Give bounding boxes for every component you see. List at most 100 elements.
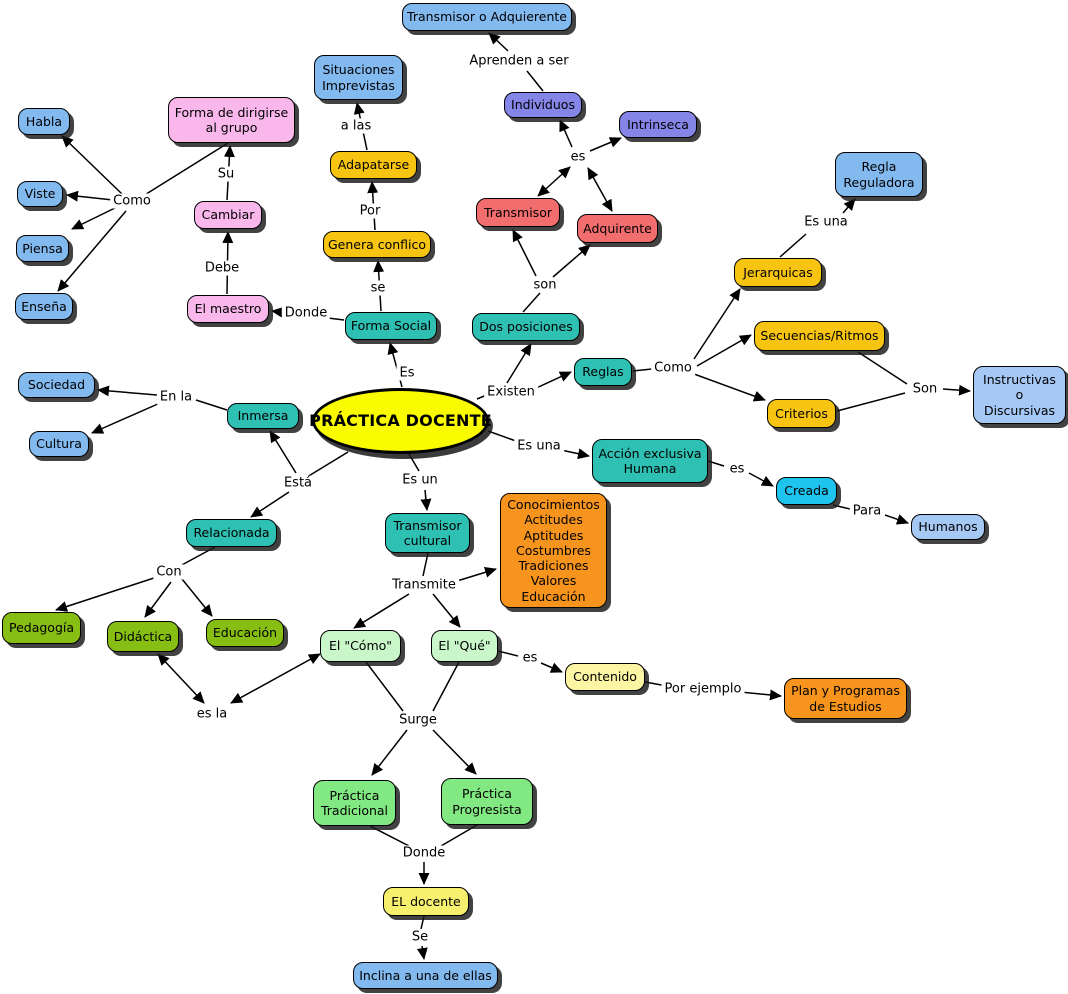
link-label-a-las: a las [337, 118, 375, 134]
node-plan-y-programas[interactable]: Plan y Programas de Estudios [784, 678, 907, 719]
link-label-es-individuos: es [567, 149, 589, 165]
node-reglas[interactable]: Reglas [574, 358, 632, 386]
edge-line-17 [552, 244, 591, 278]
edge-line-15 [522, 292, 541, 313]
node-viste[interactable]: Viste [17, 181, 63, 207]
node-adapatarse[interactable]: Adapatarse [330, 151, 417, 179]
node-inclina-a-una-de-ellas[interactable]: Inclina a una de ellas [353, 962, 498, 989]
link-label-aprenden-a-ser: Aprenden a ser [466, 53, 572, 69]
edge-line-30 [857, 351, 908, 385]
link-label-esta: Está [280, 475, 316, 491]
edge-line-61 [369, 825, 410, 847]
edge-line-48 [181, 578, 213, 617]
edge-line-59 [371, 729, 408, 776]
node-ensena[interactable]: Enseña [15, 293, 73, 320]
node-dos-posiciones[interactable]: Dos posiciones [472, 313, 580, 341]
link-label-su: Su [214, 166, 238, 182]
node-genera-conflico[interactable]: Genera conflico [323, 231, 431, 258]
node-accion-exclusiva-humana[interactable]: Acción exclusiva Humana [592, 439, 708, 483]
node-conocimientos-lista[interactable]: Conocimientos Actitudes Aptitudes Costum… [500, 493, 607, 608]
edge-line-32 [942, 384, 971, 396]
edge-line-25 [693, 288, 741, 360]
edge-line-56 [230, 653, 321, 704]
edge-line-66 [497, 650, 519, 657]
edge-line-37 [832, 504, 851, 510]
node-el-como[interactable]: El "Cómo" [320, 630, 401, 662]
edge-line-4 [57, 210, 127, 292]
node-cultura[interactable]: Cultura [29, 431, 89, 457]
edge-line-3 [71, 206, 118, 230]
node-pedagogia[interactable]: Pedagogía [2, 612, 81, 644]
edge-line-21 [589, 137, 622, 152]
link-label-como-right: Como [651, 360, 695, 376]
node-sociedad[interactable]: Sociedad [18, 372, 95, 398]
node-el-docente[interactable]: EL docente [383, 887, 469, 916]
node-piensa[interactable]: Piensa [16, 235, 69, 262]
edge-line-67 [540, 662, 563, 673]
node-practica-tradicional[interactable]: Práctica Tradicional [313, 780, 396, 826]
link-label-son: son [530, 277, 560, 293]
edge-line-42 [195, 399, 228, 411]
link-label-se-bottom: Se [408, 929, 432, 945]
edge-line-14 [531, 371, 572, 391]
node-habla[interactable]: Habla [18, 108, 70, 135]
link-label-con: Con [153, 564, 185, 580]
node-humanos[interactable]: Humanos [911, 514, 985, 540]
node-secuencias-ritmos[interactable]: Secuencias/Ritmos [754, 321, 885, 351]
edge-line-35 [707, 460, 725, 467]
node-relacionada[interactable]: Relacionada [186, 519, 277, 547]
node-regla-reguladora[interactable]: Regla Reguladora [835, 152, 923, 197]
link-label-donde-bottom: Donde [399, 845, 449, 861]
edge-line-23 [488, 32, 509, 52]
node-didactica[interactable]: Didáctica [107, 621, 179, 652]
edge-line-33 [487, 430, 517, 442]
node-inmersa[interactable]: Inmersa [227, 403, 299, 429]
link-label-para: Para [849, 503, 885, 519]
edge-line-18 [537, 166, 571, 197]
edge-line-36 [748, 472, 774, 487]
node-instructivas-discursivas[interactable]: Instructivas o Discursivas [973, 366, 1066, 424]
edge-line-2 [66, 190, 114, 202]
node-practica-docente[interactable]: PRÁCTICA DOCENTE [309, 388, 492, 454]
node-el-maestro[interactable]: El maestro [187, 295, 269, 323]
edge-line-29 [842, 198, 856, 214]
node-transmisor[interactable]: Transmisor [476, 198, 560, 227]
node-intrinseca[interactable]: Intrinseca [619, 111, 697, 138]
node-practica-progresista[interactable]: Práctica Progresista [441, 778, 533, 825]
node-forma-social[interactable]: Forma Social [345, 312, 437, 340]
edge-line-64 [420, 915, 425, 930]
node-adquirente[interactable]: Adquirente [577, 214, 658, 243]
link-label-donde-left: Donde [281, 305, 331, 321]
edge-line-60 [432, 729, 477, 775]
link-label-es-la: es la [193, 706, 231, 722]
edge-line-34 [560, 448, 590, 460]
edge-line-13 [506, 343, 532, 384]
link-label-surge: Surge [396, 712, 440, 728]
edge-line-65 [416, 945, 428, 960]
node-transmisor-cultural[interactable]: Transmisor cultural [385, 513, 470, 553]
node-el-que[interactable]: El "Qué" [431, 630, 498, 662]
node-jerarquicas[interactable]: Jerarquicas [734, 258, 822, 287]
node-contenido[interactable]: Contenido [565, 663, 645, 691]
edge-line-44 [91, 402, 161, 434]
edge-line-49 [408, 453, 420, 472]
node-transmisor-o-adquierente[interactable]: Transmisor o Adquierente [402, 3, 572, 31]
edge-line-43 [97, 385, 158, 397]
edge-line-62 [440, 824, 478, 847]
link-label-es-una-regla: Es una [801, 214, 851, 230]
edge-line-69 [739, 689, 782, 701]
node-individuos[interactable]: Individuos [504, 92, 582, 118]
edge-line-55 [157, 653, 205, 704]
edge-line-24 [632, 368, 653, 372]
node-criterios[interactable]: Criterios [767, 399, 836, 428]
edge-line-54 [432, 593, 461, 628]
edge-line-1 [61, 135, 123, 195]
node-creada[interactable]: Creada [776, 477, 837, 505]
edge-line-39 [306, 451, 349, 478]
node-situaciones-imprevistas[interactable]: Situaciones Imprevistas [314, 55, 403, 100]
node-educacion[interactable]: Educación [206, 619, 284, 647]
edge-line-46 [55, 576, 158, 612]
node-cambiar[interactable]: Cambiar [194, 201, 262, 229]
node-forma-de-dirigirse[interactable]: Forma de dirigirse al grupo [168, 97, 295, 143]
